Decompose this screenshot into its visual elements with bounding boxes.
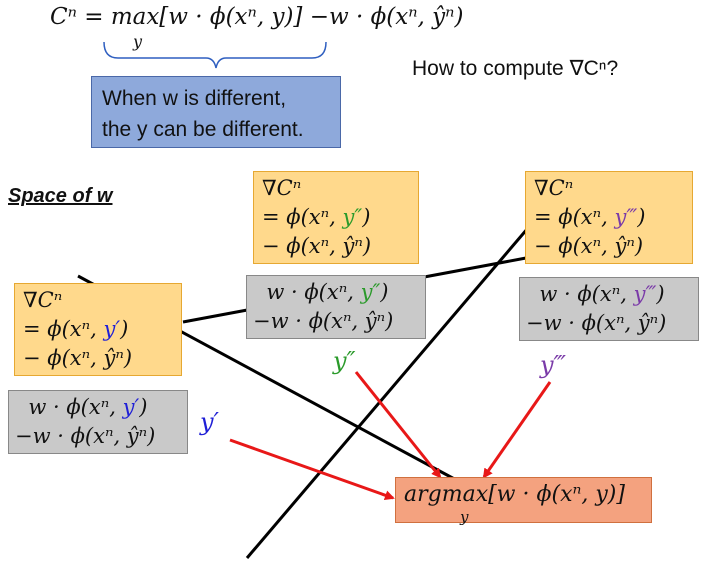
note-line-1: When w is different,: [102, 87, 287, 110]
brace: [103, 41, 327, 69]
question-text: How to compute ∇Cⁿ?: [412, 57, 619, 80]
score-line-1: w · ϕ(xⁿ, y‴): [539, 282, 665, 306]
gradient-line-2: = ϕ(xⁿ, y″): [262, 205, 371, 229]
gradient-title: ∇Cⁿ: [23, 288, 63, 312]
gradient-box-y-double-prime: ∇Cⁿ = ϕ(xⁿ, y″) − ϕ(xⁿ, ŷⁿ): [253, 171, 419, 264]
score-box-y-prime: w · ϕ(xⁿ, y′) −w · ϕ(xⁿ, ŷⁿ): [8, 390, 188, 454]
gradient-line-3: − ϕ(xⁿ, ŷⁿ): [262, 234, 372, 258]
gradient-line-3: − ϕ(xⁿ, ŷⁿ): [534, 234, 644, 258]
y-double-prime-label: y″: [342, 205, 363, 229]
score-box-y-double-prime: w · ϕ(xⁿ, y″) −w · ϕ(xⁿ, ŷⁿ): [246, 275, 426, 339]
gradient-title: ∇Cⁿ: [262, 176, 302, 200]
gradient-line-2: = ϕ(xⁿ, y′): [23, 317, 129, 341]
score-line-2: −w · ϕ(xⁿ, ŷⁿ): [526, 311, 667, 335]
score-line-2: −w · ϕ(xⁿ, ŷⁿ): [253, 309, 394, 333]
gradient-box-y-prime: ∇Cⁿ = ϕ(xⁿ, y′) − ϕ(xⁿ, ŷⁿ): [14, 283, 182, 376]
argmax-subscript: y: [460, 508, 469, 526]
cost-formula: Cⁿ = max[w · ϕ(xⁿ, y)] −w · ϕ(xⁿ, ŷⁿ) y: [50, 4, 464, 51]
score-box-y-triple-prime: w · ϕ(xⁿ, y‴) −w · ϕ(xⁿ, ŷⁿ): [519, 277, 699, 341]
y-triple-prime-label: y‴: [614, 205, 638, 229]
note-line-2: the y can be different.: [102, 118, 304, 141]
note-box: When w is different, the y can be differ…: [91, 76, 341, 148]
argmax-formula: argmax[w · ϕ(xⁿ, y)]: [404, 482, 625, 507]
score-line-1: w · ϕ(xⁿ, y′): [28, 395, 148, 419]
arrow-y-triple-prime: [482, 381, 552, 479]
score-line-2: −w · ϕ(xⁿ, ŷⁿ): [15, 424, 156, 448]
argmax-box: argmax[w · ϕ(xⁿ, y)] y: [395, 477, 652, 526]
y-prime-label: y′: [103, 317, 121, 341]
gradient-box-y-triple-prime: ∇Cⁿ = ϕ(xⁿ, y‴) − ϕ(xⁿ, ŷⁿ): [525, 171, 693, 264]
y-double-prime-marker: y″: [333, 347, 356, 375]
max-subscript: y: [133, 32, 143, 51]
y-prime-marker: y′: [200, 408, 220, 436]
cost-formula-text: Cⁿ = max[w · ϕ(xⁿ, y)] −w · ϕ(xⁿ, ŷⁿ): [50, 4, 464, 30]
space-title: Space of w: [8, 185, 113, 207]
boundary-line-3: [245, 227, 530, 559]
arrow-y-double-prime: [354, 371, 442, 479]
gradient-line-2: = ϕ(xⁿ, y‴): [534, 205, 646, 229]
gradient-title: ∇Cⁿ: [534, 176, 574, 200]
arrow-y-prime: [229, 438, 395, 501]
score-line-1: w · ϕ(xⁿ, y″): [266, 280, 389, 304]
gradient-line-3: − ϕ(xⁿ, ŷⁿ): [23, 346, 133, 370]
y-triple-prime-marker: y‴: [540, 351, 567, 379]
